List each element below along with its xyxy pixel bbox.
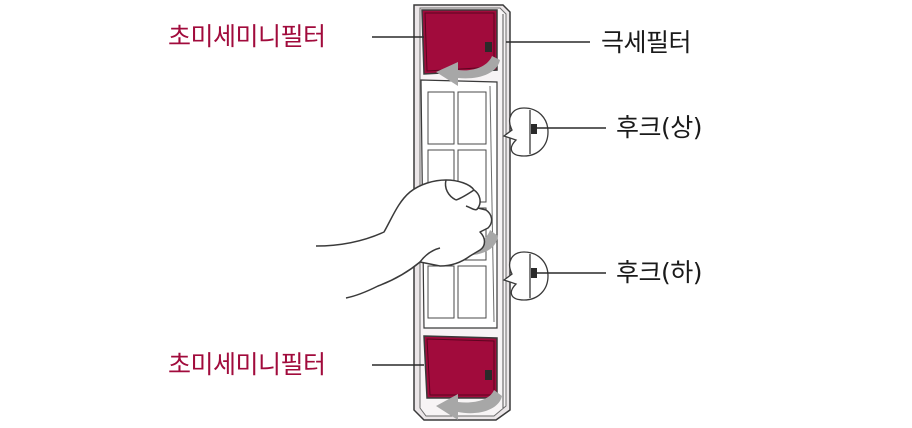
hand-illustration (315, 179, 493, 299)
ultra-mini-filter-top (421, 9, 498, 75)
label-hook-lower: 후크(하) (616, 258, 703, 287)
arrow-top (436, 56, 500, 86)
arrow-bottom (436, 390, 502, 420)
label-ultra-mini-filter-top: 초미세미니필터 (168, 22, 326, 51)
label-hook-upper: 후크(상) (616, 113, 703, 142)
label-fine-filter: 극세필터 (601, 28, 692, 57)
leader-lines (372, 36, 606, 366)
hook-lower-callout (502, 251, 549, 301)
hook-upper-callout (502, 107, 549, 157)
label-ultra-mini-filter-bottom: 초미세미니필터 (168, 350, 326, 379)
ultra-mini-filter-bottom (423, 335, 498, 399)
